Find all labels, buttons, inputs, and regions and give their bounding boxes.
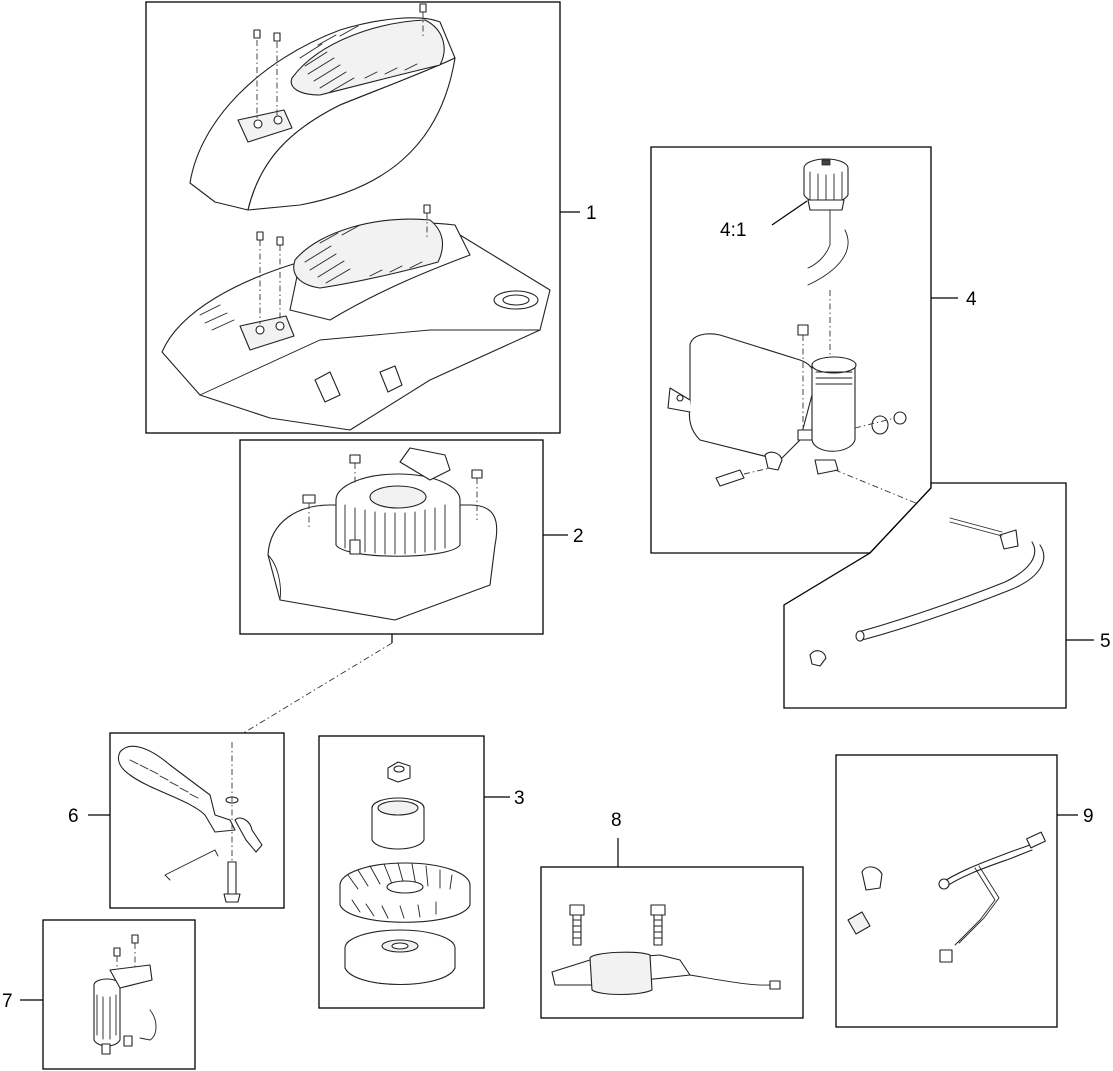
part-box-8 xyxy=(540,866,804,1019)
part-box-9 xyxy=(835,754,1058,1028)
fuel-line-drawing xyxy=(809,517,1045,667)
callout-6: 6 xyxy=(68,806,79,827)
part-group-2: 2 xyxy=(231,439,584,741)
callout-5: 5 xyxy=(1100,631,1111,652)
wire-harness-drawing xyxy=(847,831,1046,963)
callout-1: 1 xyxy=(586,203,597,224)
callout-2: 2 xyxy=(573,526,584,547)
callout-9: 9 xyxy=(1083,806,1094,827)
ignition-coil-drawing xyxy=(551,904,781,996)
recoil-starter-drawing xyxy=(267,447,498,621)
part-group-6: 6 xyxy=(68,732,285,909)
flywheel-drawing xyxy=(339,761,471,986)
part-group-3: 3 xyxy=(318,735,525,1009)
part-group-1: 1 xyxy=(145,1,597,434)
callout-7: 7 xyxy=(2,991,13,1012)
control-bracket-drawing xyxy=(117,742,263,903)
callout-4: 4 xyxy=(966,289,977,310)
part-group-7: 7 xyxy=(2,919,196,1070)
callout-3: 3 xyxy=(514,788,525,809)
part-group-4: 4 4:1 xyxy=(650,146,983,554)
part-group-8: 8 xyxy=(540,810,804,1019)
upper-cover-drawing xyxy=(189,3,456,211)
callout-8: 8 xyxy=(611,810,622,831)
part-box-5 xyxy=(783,482,1067,709)
part-group-5: 5 xyxy=(783,482,1111,709)
fuel-tank-drawing xyxy=(667,158,907,487)
lower-cover-drawing xyxy=(161,204,551,431)
starter-motor-drawing xyxy=(93,934,157,1055)
part-group-9: 9 xyxy=(835,754,1094,1028)
callout-4-1: 4:1 xyxy=(720,220,746,241)
